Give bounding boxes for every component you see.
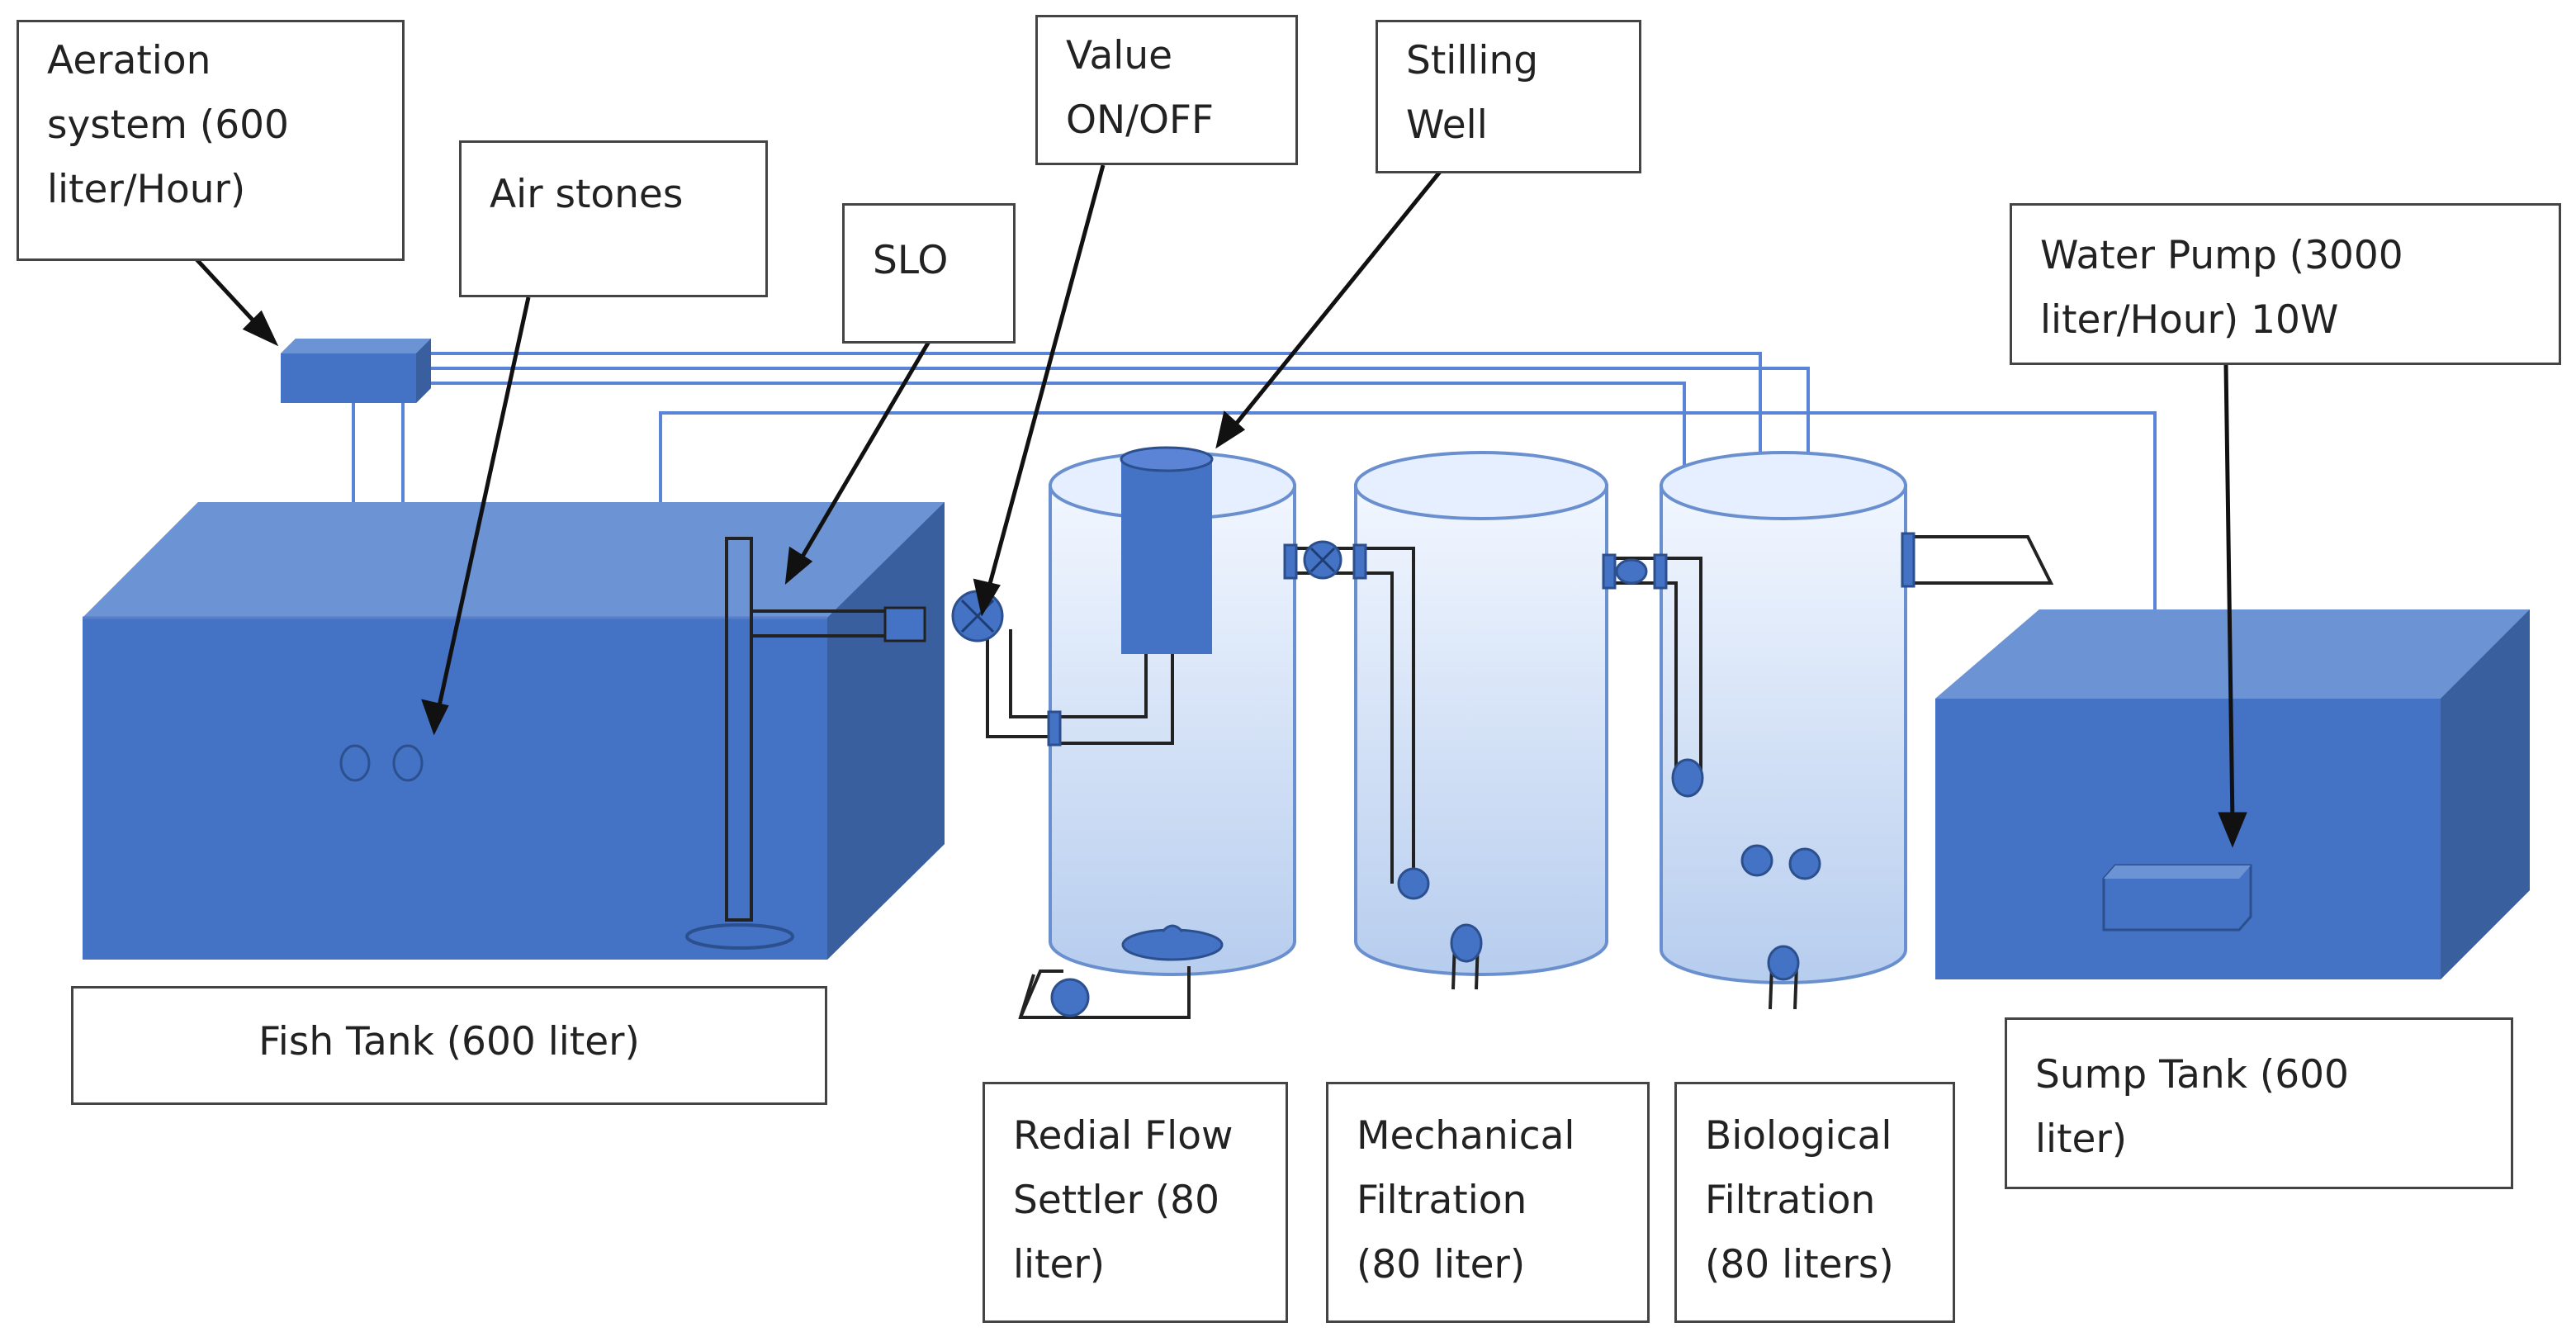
air-stones-label: Air stones: [459, 140, 768, 297]
stilling-well-label: Stilling Well: [1376, 20, 1641, 173]
stilling-well: [1120, 446, 1214, 654]
fittings: [951, 532, 1915, 1017]
biological-filtration-cylinder: [1660, 451, 1907, 984]
radial-flow-settler-label: Redial Flow Settler (80 liter): [983, 1082, 1288, 1323]
fish-tank: [83, 502, 945, 960]
slo-label: SLO: [842, 203, 1016, 344]
air-stone-icon: [1788, 847, 1821, 880]
air-stone-icon: [1740, 844, 1773, 877]
mechanical-filtration-cylinder: [1354, 451, 1608, 976]
fish-tank-label: Fish Tank (600 liter): [71, 986, 827, 1105]
biological-filtration-label: Biological Filtration (80 liters): [1674, 1082, 1955, 1323]
aeration-system-label: Aeration system (600 liter/Hour): [17, 20, 405, 261]
sump-tank-label: Sump Tank (600 liter): [2005, 1017, 2513, 1189]
water-pump-device: [2102, 864, 2252, 932]
air-stone-icon: [392, 744, 424, 782]
valve-label: Value ON/OFF: [1035, 15, 1298, 165]
air-stone-icon: [339, 744, 371, 782]
water-pump-label: Water Pump (3000 liter/Hour) 10W: [2010, 203, 2561, 365]
mechanical-filtration-label: Mechanical Filtration (80 liter): [1326, 1082, 1650, 1323]
aeration-pump: [281, 339, 431, 403]
arrows: [195, 164, 2247, 848]
